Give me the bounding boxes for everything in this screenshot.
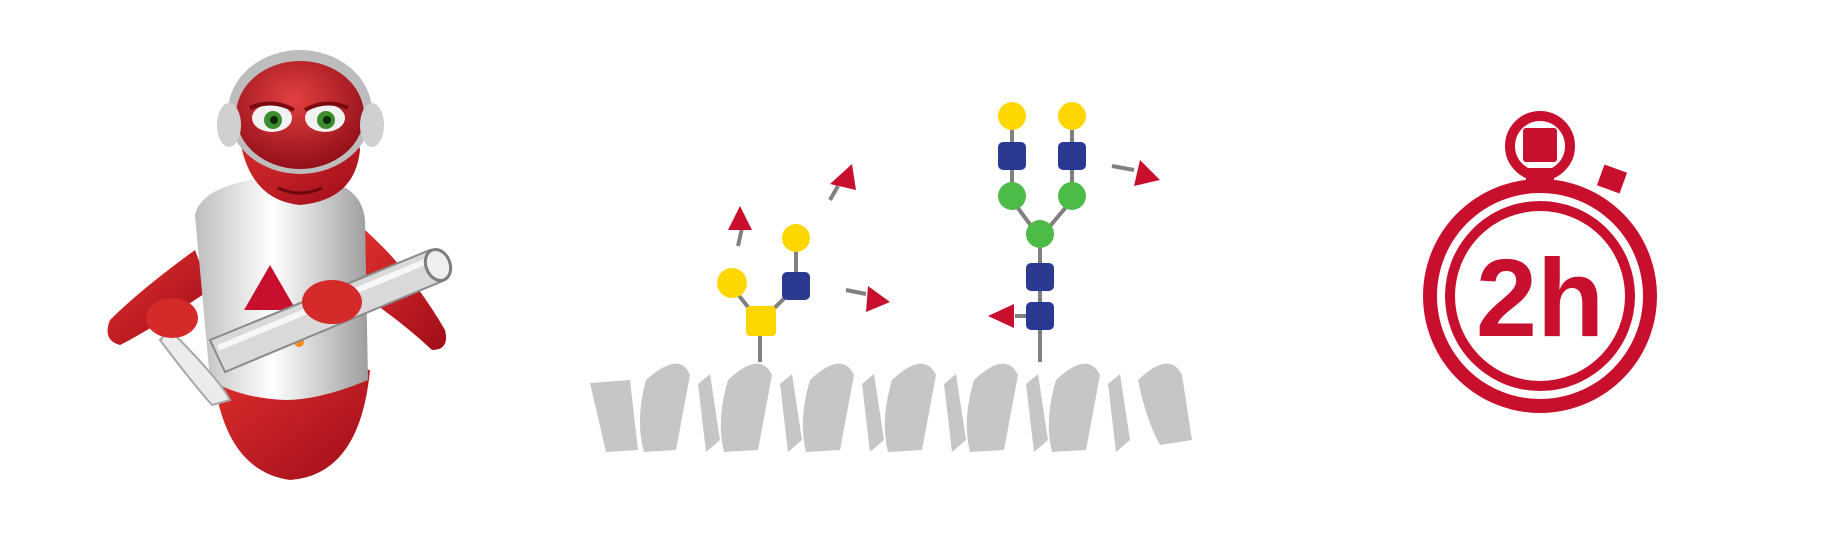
stopwatch: 2h bbox=[1400, 0, 1700, 540]
glycoprotein-icon bbox=[590, 102, 1192, 452]
stopwatch-icon: 2h bbox=[1423, 111, 1657, 413]
n-glycan-tree bbox=[988, 102, 1160, 362]
mannose-circle-icon bbox=[1058, 182, 1086, 210]
galactose-circle-icon bbox=[998, 102, 1026, 130]
glcnac-square-icon bbox=[1058, 142, 1086, 170]
galnac-square-icon bbox=[746, 306, 776, 336]
mannose-circle-icon bbox=[1026, 220, 1054, 248]
timer-label: 2h bbox=[1476, 237, 1604, 360]
o-glycan-tree bbox=[717, 164, 890, 362]
robot-mascot bbox=[100, 0, 460, 540]
triangle-emblem-icon bbox=[244, 265, 296, 310]
glycoprotein-diagram bbox=[560, 0, 1260, 540]
sialic-acid-icon bbox=[1134, 160, 1160, 186]
glcnac-square-icon bbox=[1026, 263, 1054, 291]
glcnac-square-icon bbox=[782, 272, 810, 300]
sialic-acid-icon bbox=[988, 304, 1014, 328]
glcnac-square-icon bbox=[1026, 302, 1054, 330]
sialic-acid-icon bbox=[830, 164, 856, 190]
galactose-circle-icon bbox=[1058, 102, 1086, 130]
galactose-circle-icon bbox=[717, 268, 747, 298]
sialic-acid-icon bbox=[866, 286, 890, 312]
glcnac-square-icon bbox=[998, 142, 1026, 170]
sialic-acid-icon bbox=[728, 206, 752, 230]
galactose-circle-icon bbox=[782, 224, 810, 252]
mannose-circle-icon bbox=[998, 182, 1026, 210]
robot-mascot-icon bbox=[107, 50, 453, 480]
protein-helix-icon bbox=[590, 363, 1192, 452]
